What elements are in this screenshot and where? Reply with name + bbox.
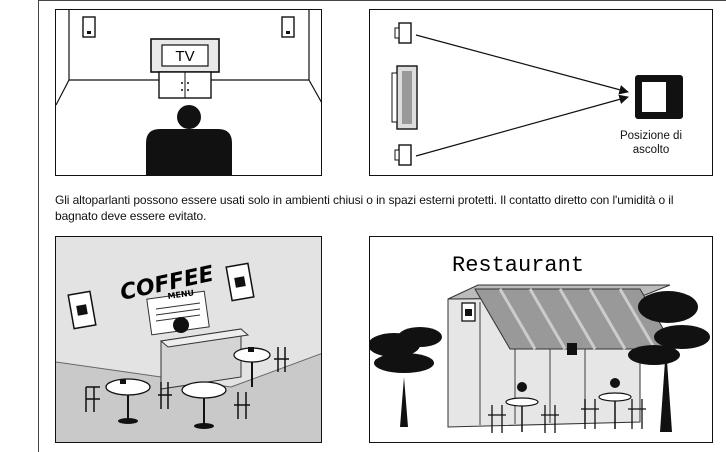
bar-counter-icon: [159, 328, 250, 390]
menu-board-icon: MENU: [146, 288, 210, 336]
awning-icon: [474, 288, 676, 350]
tv-room-illustration: TV: [55, 9, 322, 176]
listening-position-label: Posizione di ascolto: [619, 130, 682, 156]
bottom-speaker-icon: [394, 144, 412, 166]
tv-icon: TV: [150, 38, 220, 99]
left-tree-icon: [370, 327, 442, 427]
tv-label: TV: [175, 48, 194, 65]
arrow-icon: [415, 34, 629, 95]
restaurant-drawing: Restaurant: [370, 253, 710, 433]
menu-sign: MENU: [167, 288, 195, 301]
center-speaker-icon: [391, 65, 418, 130]
restaurant-sign: Restaurant: [452, 253, 584, 278]
stereo-diagram-drawing: [391, 22, 683, 166]
left-speaker-icon: [82, 16, 96, 38]
wall-speaker-right-icon: [225, 262, 255, 302]
right-tree-icon: [628, 291, 710, 432]
right-speaker-icon: [281, 16, 295, 38]
tv-room-drawing: TV: [56, 10, 321, 175]
tables-and-chairs-icon: [85, 347, 289, 429]
page-left-rule: [38, 0, 39, 452]
listening-position-diagram: Posizione di ascolto: [369, 9, 713, 176]
coffee-bar-illustration: COFFEE MENU: [55, 236, 322, 443]
usage-caption: Gli altoparlanti possono essere usati so…: [55, 193, 674, 223]
wall-speaker-left-icon: [67, 290, 97, 330]
top-speaker-icon: [394, 22, 412, 44]
patio-tables-icon: [488, 378, 646, 433]
listener-icon: [146, 105, 232, 175]
wall-speaker-icon: [461, 302, 577, 355]
arrow-icon: [415, 94, 629, 157]
page-top-rule: [38, 0, 726, 1]
listening-seat-icon: [635, 75, 683, 119]
restaurant-illustration: Restaurant: [369, 236, 713, 443]
coffee-bar-drawing: COFFEE MENU: [56, 237, 321, 442]
